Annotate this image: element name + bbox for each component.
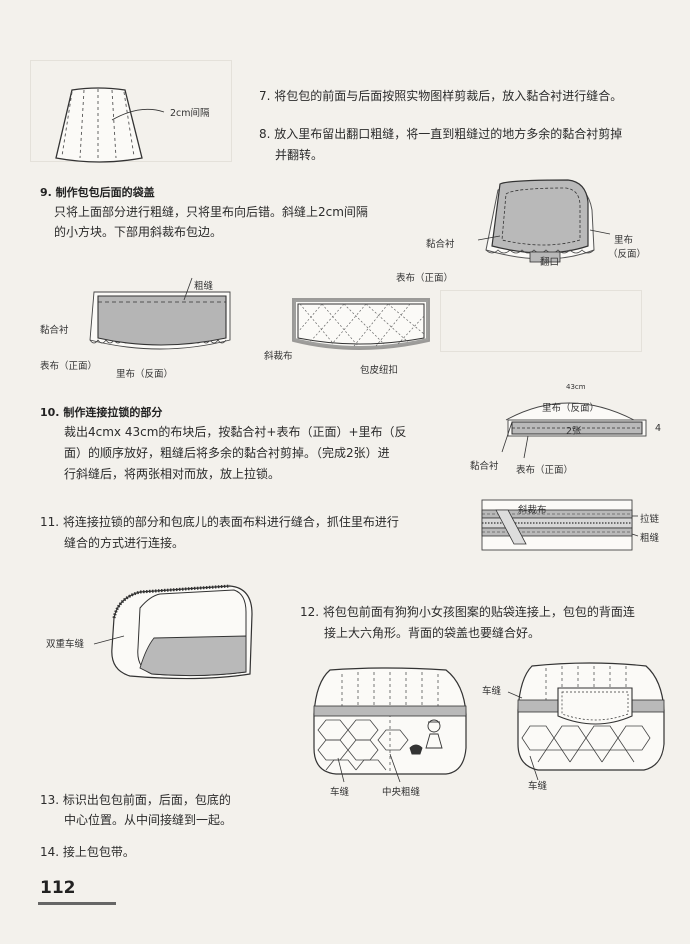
step-10-line-2: 面）的顺序放好，粗缝后将多余的黏合衬剪掉。（完成2张）进 [64,446,390,460]
outer-front-label-3: 表布（正面） [516,465,574,476]
bleed-through-box [440,290,642,352]
lining-top-label: 里布（反面） [542,403,600,414]
lining-reverse-label: 里布（反面） [116,369,174,380]
pouch-figure [93,584,253,680]
quilted-flap-figure [55,87,165,163]
layered-flap-figure [89,277,231,350]
leader-lines-left [337,753,401,783]
step-8-line-1: 8. 放入里布留出翻口粗缝，将一直到粗缝过的地方多余的黏合衬剪掉 [259,127,623,141]
step-10-line-1: 裁出4cmx 43cm的布块后，按黏合衬+表布（正面）+里布（反 [64,425,407,439]
page-number: 112 [40,878,76,898]
stitch-label-right-1: 车缝 [482,686,502,697]
back-bag-figure [507,662,665,781]
bleed-through-box [30,60,232,162]
piping-label: 包皮纽扣 [360,365,399,376]
step-11-line-1: 11. 将连接拉锁的部分和包底儿的表面布料进行缝合，抓住里布进行 [40,515,399,529]
dimension-43: 43cm [566,383,586,391]
spacing-label: 2cm间隔 [170,108,210,119]
zipper-label: 拉链 [640,514,660,525]
stitch-label-left: 车缝 [330,787,350,798]
step-9-line-2: 的小方块。下部用斜裁布包边。 [54,225,223,239]
outer-front-label: 表布（正面） [396,273,454,284]
bias-label: 斜裁布 [264,351,293,362]
step-10-heading: 10. 制作连接拉锁的部分 [40,406,163,419]
step-10-line-3: 行斜缝后，将两张相对而放，放上拉锁。 [64,467,281,481]
basting-label: 粗缝 [194,281,214,292]
outer-front-label-2: 表布（正面） [40,361,98,372]
opening-label: 翻口 [540,257,560,268]
double-stitch-label: 双重车缝 [46,639,85,650]
lining-flap-figure [477,179,611,263]
strip-figure [501,402,647,459]
two-pieces-label: 2张 [566,426,582,437]
interfacing-label-2: 黏合衬 [40,325,69,336]
center-basting-label: 中央粗缝 [382,787,421,798]
step-8-line-2: 并翻转。 [275,148,324,162]
step-9-heading: 9. 制作包包后面的袋盖 [40,186,155,199]
diamond-flap-figure [292,298,430,350]
step-11-line-2: 缝合的方式进行连接。 [64,536,185,550]
stitch-label-right-2: 车缝 [528,781,548,792]
step-12-line-1: 12. 将包包前面有狗狗小女孩图案的贴袋连接上，包包的背面连 [300,605,635,619]
step-13-line-1: 13. 标识出包包前面，后面，包底的 [40,793,231,807]
step-7: 7. 将包包的前面与后面按照实物图样剪裁后，放入黏合衬进行缝合。 [259,89,623,103]
basting-label-2: 粗缝 [640,533,660,544]
interfacing-label-3: 黏合衬 [470,461,499,472]
step-12-line-2: 接上大六角形。背面的袋盖也要缝合好。 [324,626,541,640]
dimension-4: 4 [655,423,662,434]
bias-label-2: 斜裁布 [518,505,547,516]
front-bag-figure [313,667,467,775]
reverse-label: （反面） [608,249,647,260]
page-number-rule [38,902,116,905]
step-13-line-2: 中心位置。从中间接缝到一起。 [64,813,233,827]
lining-label: 里布 [614,235,634,246]
zipper-figure [481,499,639,551]
interfacing-label: 黏合衬 [426,239,455,250]
step-14: 14. 接上包包带。 [40,845,135,859]
step-9-line-1: 只将上面部分进行粗缝，只将里布向后错。斜缝上2cm间隔 [54,205,368,219]
